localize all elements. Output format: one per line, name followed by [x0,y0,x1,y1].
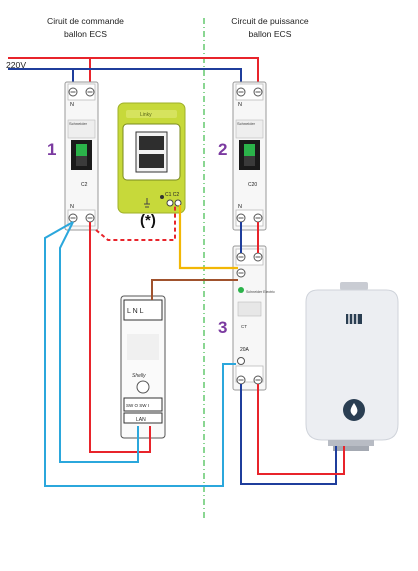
neutral-wire-heater [240,384,337,485]
control-circuit-title: Ciruit de commande ballon ECS [47,16,124,39]
breaker-2-brand: Schneider [237,121,256,126]
phase-wire-relay [89,222,151,453]
breaker-1-n-bottom: N [70,204,74,210]
neutral-wire-contactor-coil [44,221,236,487]
breaker-2 [232,81,267,231]
phase-wire-heater [257,384,345,475]
breaker-2-rating: C20 [248,182,257,188]
contactor-3-number: 3 [218,318,228,337]
contactor-model: CT [241,324,247,329]
contactor-3 [232,245,267,391]
supply-phase-wire-right [90,57,259,86]
relay-lan-label: LAN [136,417,146,423]
breaker-1-n-top: N [70,102,74,108]
contactor-rating: 20A [240,347,250,353]
contactor-brand: Schneider Electric [246,290,275,294]
optional-dashed-wire [95,205,176,241]
relay-bottom-terminals: SW O SW I [126,403,149,408]
supply-neutral-wire-right [73,68,242,86]
breaker-1-number: 1 [47,140,57,159]
breaker-2-n-top: N [238,102,242,108]
optional-marker: (*) [140,212,156,229]
water-heater [305,282,399,451]
shelly-relay [120,295,166,439]
relay-top-terminals: L N L [127,308,144,315]
breaker-2-number: 2 [218,140,228,159]
power-circuit-title: Circuit de puissance ballon ECS [231,16,309,39]
linky-meter [117,102,186,214]
neutral-wire-relay [59,221,139,463]
breaker-1 [64,81,99,231]
supply-neutral-wire [8,68,74,86]
breaker-2-n-bottom: N [238,204,242,210]
linky-brand: Linky [140,112,152,118]
linky-c2-wire [178,205,238,270]
relay-output-wire [151,279,238,300]
relay-brand: Shelly [132,373,146,379]
supply-voltage-label: 220V [6,60,27,70]
breaker-1-brand: Schneider [69,121,88,126]
breaker-1-rating: C2 [81,182,88,188]
linky-terminals: C1 C2 [165,192,179,198]
